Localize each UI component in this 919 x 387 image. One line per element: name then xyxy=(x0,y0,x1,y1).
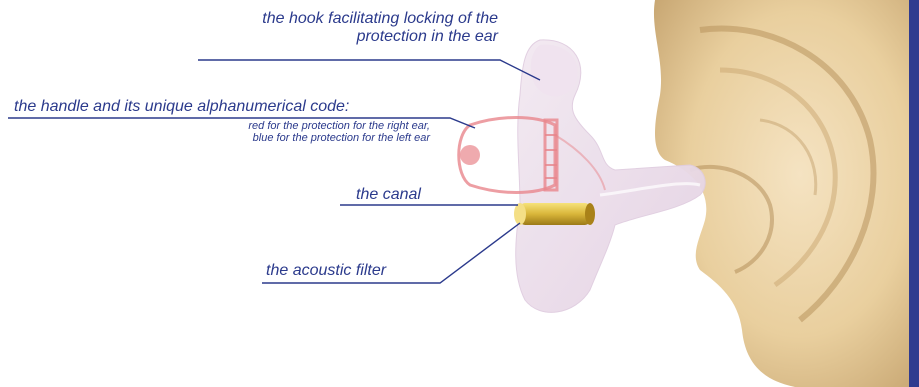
hook-label: the hook facilitating locking of the pro… xyxy=(198,10,498,46)
hook-label-line2: protection in the ear xyxy=(198,28,498,46)
handle-note-line1: red for the protection for the right ear… xyxy=(120,120,430,132)
handle-note-line2: blue for the protection for the left ear xyxy=(120,132,430,144)
hook-leader-line xyxy=(198,60,540,80)
hook-label-line1: the hook facilitating locking of the xyxy=(198,10,498,28)
handle-note-label: red for the protection for the right ear… xyxy=(120,120,430,144)
acoustic-filter xyxy=(514,203,595,225)
handle-title-label: the handle and its unique alphanumerical… xyxy=(14,98,349,116)
filter-label: the acoustic filter xyxy=(266,262,386,280)
canal-label: the canal xyxy=(356,186,421,204)
right-edge-strip xyxy=(909,0,919,387)
